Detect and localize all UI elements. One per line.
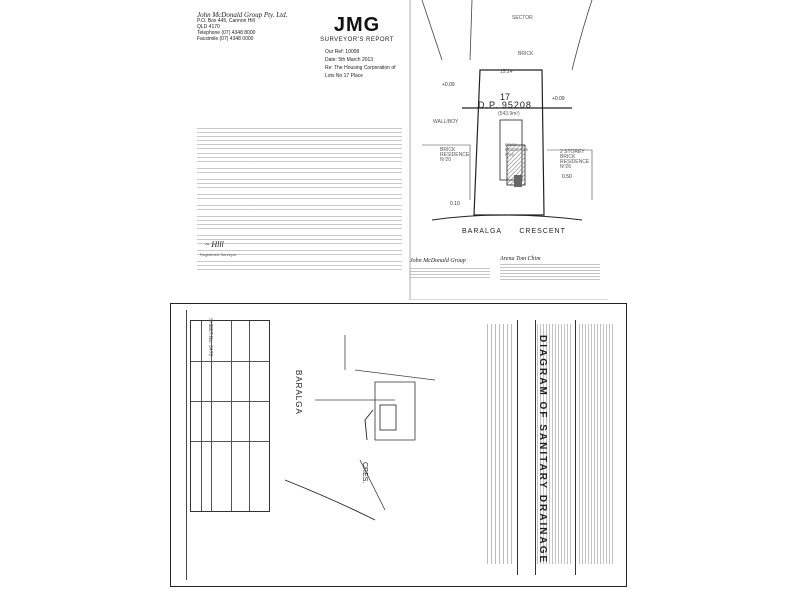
drainage-sheet bbox=[170, 303, 627, 587]
drainage-street: BARALGA bbox=[294, 370, 303, 415]
drainage-title: DIAGRAM OF SANITARY DRAINAGE bbox=[537, 335, 548, 565]
reference-block: Our Ref: 10008 Date: 5th March 2013 Re: … bbox=[325, 48, 396, 80]
street-label: BARALGA CRESCENT bbox=[462, 228, 566, 235]
logo-subtitle: SURVEYOR'S REPORT bbox=[320, 37, 394, 43]
ref-line-2: Date: 5th March 2013 bbox=[325, 57, 374, 63]
logo-text: JMG bbox=[333, 14, 381, 36]
address-line-1: P.O. Box 445, Cannon Hill bbox=[197, 18, 255, 24]
top-dimension: 15.24 bbox=[500, 69, 513, 75]
ref-line-3: Re: The Housing Corporation of bbox=[325, 65, 396, 71]
address-line-2: QLD 4170 bbox=[197, 24, 220, 30]
ref-line-4: Lots No 17 Place bbox=[325, 73, 364, 79]
address-line-3: Telephone (07) 4348 8000 bbox=[197, 30, 256, 36]
brick-top-label: BRICK bbox=[518, 51, 534, 57]
ref-line-1: Our Ref: 10008 bbox=[325, 49, 360, 55]
svg-text:+0.09: +0.09 bbox=[552, 96, 565, 102]
letter-signature: ~ Hlll bbox=[205, 240, 224, 249]
drainage-crescent: CRES. bbox=[361, 462, 368, 484]
drainage-drawing bbox=[284, 335, 436, 521]
title-block-table bbox=[190, 320, 270, 512]
letterhead: John McDonald Group Pty. Ltd. P.O. Box 4… bbox=[197, 11, 317, 43]
jmg-logo: JMG SURVEYOR'S REPORT bbox=[318, 14, 396, 43]
svg-text:+0.09: +0.09 bbox=[442, 82, 455, 88]
letter-body bbox=[197, 128, 402, 276]
lot-area: (543.9m²) bbox=[498, 111, 520, 117]
sector-label: SECTOR bbox=[512, 15, 533, 21]
lot-number: 17 bbox=[500, 92, 511, 102]
survey-plan: +0.09 +0.09 0.50 0.10 bbox=[409, 0, 608, 300]
signoff: Registered Surveyor bbox=[200, 252, 237, 257]
address-line-4: Facsimile (07) 4348 0000 bbox=[197, 36, 254, 42]
sheet-number: SHEET No. 0470 bbox=[207, 318, 213, 357]
company-name: John McDonald Group Pty. Ltd. bbox=[197, 11, 288, 19]
svg-text:0.10: 0.10 bbox=[450, 201, 460, 207]
drainage-header bbox=[487, 320, 617, 575]
svg-text:0.50: 0.50 bbox=[562, 174, 572, 180]
wall-boy-left: WALL/BOY bbox=[433, 119, 459, 125]
signature-right: Arena Tom Chim bbox=[500, 256, 541, 262]
dp-number: D.P. 95208 bbox=[478, 100, 532, 110]
signature-left: John McDonald Group bbox=[410, 258, 466, 264]
